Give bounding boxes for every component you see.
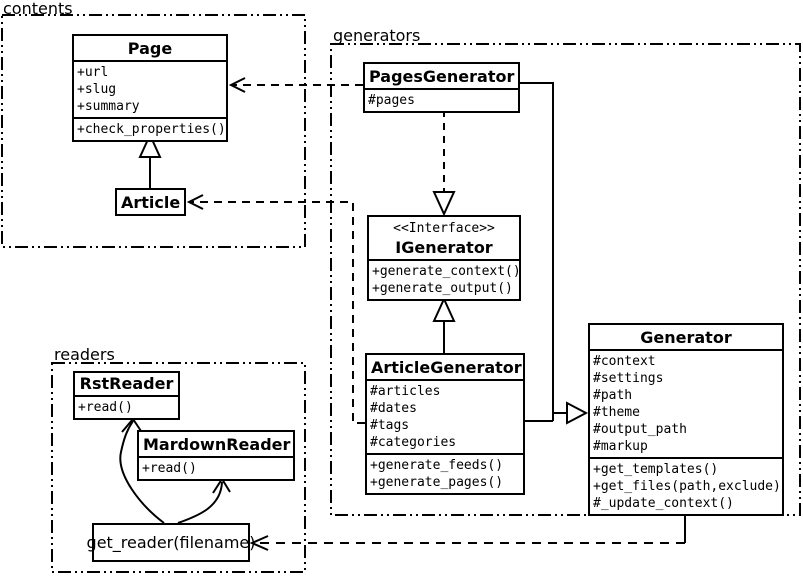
contents-package-border [1,14,306,248]
class-page-methods: +check_properties() [74,117,226,140]
pagesgenerator-to-generator-generalization-line [520,82,554,421]
class-mardownreader-methods: +read() [139,456,293,479]
class-igenerator-header: <<Interface>> IGenerator [369,217,519,259]
class-articlegenerator-methods: +generate_feeds() +generate_pages() [367,453,523,493]
member-line: +check_properties() [77,122,226,137]
open-arrowhead-icon [228,77,246,93]
class-igenerator-methods: +generate_context() +generate_output() [369,259,521,299]
hollow-triangle-arrowhead-icon [432,296,456,322]
member-line: +summary [77,99,140,114]
member-line: +read() [142,461,197,476]
readers-package-border [51,362,306,573]
hollow-triangle-arrowhead-icon [138,132,162,158]
member-line: +read() [78,400,133,415]
class-rstreader-title: RstReader [79,374,174,393]
class-pagesgenerator: PagesGenerator #pages [363,62,520,113]
member-line: +generate_context() [372,264,521,279]
hollow-triangle-arrowhead-icon [432,191,456,217]
member-line: #categories [370,435,457,450]
member-line: +url [77,65,109,80]
class-mardownreader: MardownReader +read() [137,430,295,481]
class-igenerator-stereotype: <<Interface>> [393,221,495,236]
package-label-readers: readers [54,345,115,364]
class-articlegenerator: ArticleGenerator #articles #dates #tags #ca… [365,353,525,495]
hollow-triangle-arrowhead-icon [566,401,589,425]
class-page-attributes: +url +slug +summary [74,60,226,117]
member-line: +get_templates() [593,462,719,477]
class-article: Article [115,188,186,216]
class-articlegenerator-title: ArticleGenerator [371,358,522,377]
class-mardownreader-title: MardownReader [143,435,291,454]
member-line: #settings [593,371,664,386]
class-pagesgenerator-attributes: #pages [365,88,518,111]
member-line: #theme [593,405,640,420]
class-page: Page +url +slug +summary +check_properties… [72,34,228,142]
class-articlegenerator-attributes: #articles #dates #tags #categories [367,379,523,453]
class-rstreader-methods: +read() [75,395,178,418]
class-generator-methods: +get_templates() +get_files(path,exclude)… [590,457,782,514]
package-label-contents: contents [3,0,73,18]
open-arrowhead-icon [186,194,204,210]
class-generator-attributes: #context #settings #path #theme #output_path… [590,349,782,457]
member-line: +generate_output() [372,281,513,296]
class-pagesgenerator-title: PagesGenerator [369,67,515,86]
class-igenerator: <<Interface>> IGenerator +generate_conte… [367,215,521,301]
generators-package-border [330,43,801,516]
class-generator-title: Generator [640,328,732,347]
package-label-generators: generators [333,26,421,45]
member-line: +generate_feeds() [370,458,504,473]
articlegenerator-to-article-dependency-line [191,201,365,424]
member-line: +slug [77,82,117,97]
member-line: #context [593,354,656,369]
function-get-reader: get_reader(filename) [87,523,255,562]
class-page-title: Page [127,39,173,58]
class-igenerator-title: IGenerator [395,238,493,257]
member-line: #markup [593,439,648,454]
member-line: +generate_pages() [370,475,504,490]
member-line: #output_path [593,422,687,437]
member-line: #tags [370,418,410,433]
member-line: #dates [370,401,417,416]
member-line: +get_files(path,exclude) [593,479,781,494]
class-rstreader: RstReader +read() [73,371,180,420]
member-line: #articles [370,384,441,399]
getreader-to-mardownreader-arrow-line [177,481,223,524]
member-line: #pages [368,93,415,108]
class-article-title: Article [121,193,181,212]
getreader-to-rstreader-arrow-line [119,420,165,524]
member-line: #path [593,388,633,403]
function-get-reader-label: get_reader(filename) [86,533,256,552]
open-arrowhead-icon [249,535,269,551]
member-line: #_update_context() [593,496,734,511]
class-generator: Generator #context #settings #path #theme #o… [588,323,784,516]
